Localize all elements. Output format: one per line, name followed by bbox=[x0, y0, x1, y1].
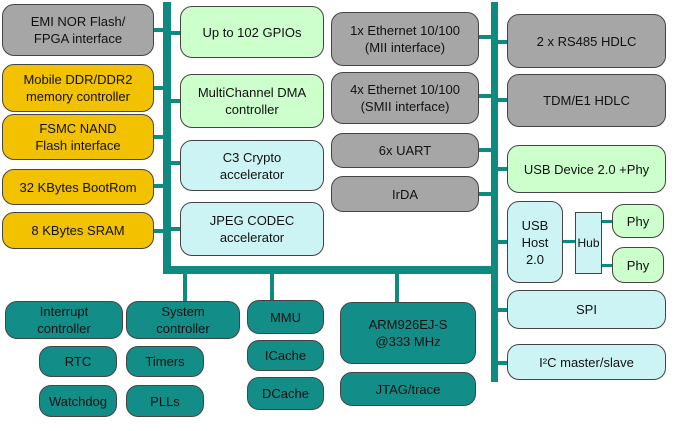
bus-connector bbox=[152, 86, 164, 90]
block-label: 4x Ethernet 10/100 (SMII interface) bbox=[350, 82, 460, 114]
bus-connector bbox=[170, 99, 182, 103]
block-label: Timers bbox=[145, 354, 185, 369]
spi-block: SPI bbox=[507, 290, 666, 329]
usb-hub-link bbox=[601, 220, 613, 223]
rtc-block: RTC bbox=[39, 346, 117, 377]
bus-connector bbox=[497, 40, 509, 44]
block-label: IrDA bbox=[392, 186, 418, 202]
block-label: Phy bbox=[626, 213, 650, 229]
block-label: USB Host 2.0 bbox=[521, 217, 549, 267]
block-label: PLLs bbox=[150, 393, 180, 409]
ethernet-smii-block: 4x Ethernet 10/100 (SMII interface) bbox=[331, 72, 479, 124]
block-label: USB Device 2.0 +Phy bbox=[523, 161, 650, 177]
block-label: ICache bbox=[264, 348, 307, 363]
tdm-e1-hdlc-block: TDM/E1 HDLC bbox=[507, 74, 666, 127]
bus-connector bbox=[497, 308, 509, 312]
icache-block: ICache bbox=[247, 340, 324, 371]
watchdog-block: Watchdog bbox=[39, 385, 117, 417]
system-controller-block: System controller bbox=[126, 301, 240, 339]
i2c-block: I²C master/slave bbox=[507, 344, 666, 380]
uart-block: 6x UART bbox=[331, 133, 479, 168]
fsmc-nand-block: FSMC NAND Flash interface bbox=[2, 114, 154, 160]
bus-connector bbox=[477, 192, 492, 196]
bus-connector bbox=[152, 135, 164, 139]
dma-controller-block: MultiChannel DMA controller bbox=[180, 74, 324, 128]
ethernet-mii-block: 1x Ethernet 10/100 (MII interface) bbox=[331, 12, 479, 66]
block-label: SPI bbox=[576, 302, 597, 317]
usb-hub-link bbox=[561, 240, 575, 243]
block-label: RTC bbox=[64, 354, 92, 369]
irda-block: IrDA bbox=[331, 176, 479, 212]
jtag-trace-block: JTAG/trace bbox=[340, 372, 476, 406]
block-label: JPEG CODEC accelerator bbox=[209, 213, 295, 245]
crypto-accelerator-block: C3 Crypto accelerator bbox=[180, 140, 324, 191]
plls-block: PLLs bbox=[126, 385, 204, 417]
bus-connector bbox=[477, 94, 492, 98]
bus-connector bbox=[477, 148, 492, 152]
block-label: JTAG/trace bbox=[375, 381, 441, 397]
block-label: 1x Ethernet 10/100 (MII interface) bbox=[350, 23, 460, 55]
block-label: Hub bbox=[577, 235, 600, 250]
bus-connector bbox=[497, 361, 509, 365]
block-label: 32 KBytes BootRom bbox=[19, 179, 137, 195]
bus-connector bbox=[477, 35, 492, 39]
block-label: MultiChannel DMA controller bbox=[197, 85, 307, 117]
block-label: System controller bbox=[156, 304, 210, 336]
bus-connector bbox=[152, 28, 164, 32]
block-label: C3 Crypto accelerator bbox=[219, 149, 285, 182]
usb-device-block: USB Device 2.0 +Phy bbox=[507, 145, 666, 193]
mobile-ddr-block: Mobile DDR/DDR2 memory controller bbox=[2, 64, 154, 112]
bus-connector bbox=[183, 273, 187, 306]
right-vertical-bus bbox=[491, 2, 498, 382]
rs485-hdlc-block: 2 x RS485 HDLC bbox=[507, 14, 666, 68]
block-label: 2 x RS485 HDLC bbox=[536, 33, 637, 49]
bus-connector bbox=[270, 273, 274, 301]
emi-nor-flash-block: EMI NOR Flash/ FPGA interface bbox=[2, 4, 154, 56]
timers-block: Timers bbox=[126, 346, 204, 377]
bus-connector bbox=[170, 227, 182, 231]
interrupt-controller-block: Interrupt controller bbox=[5, 301, 123, 339]
bus-connector bbox=[497, 98, 509, 102]
sram-block: 8 KBytes SRAM bbox=[2, 212, 154, 249]
bus-connector bbox=[170, 161, 182, 165]
block-label: TDM/E1 HDLC bbox=[543, 93, 630, 108]
bus-connector bbox=[395, 273, 399, 303]
block-label: 8 KBytes SRAM bbox=[31, 223, 125, 238]
block-label: Up to 102 GPIOs bbox=[202, 24, 302, 40]
usb-hub-block: Hub bbox=[575, 212, 602, 274]
dcache-block: DCache bbox=[247, 377, 324, 410]
block-label: Mobile DDR/DDR2 memory controller bbox=[23, 72, 133, 104]
usb-host-block: USB Host 2.0 bbox=[507, 201, 563, 283]
usb-phy-block-1: Phy bbox=[612, 204, 664, 238]
block-label: ARM926EJ-S @333 MHz bbox=[368, 317, 448, 349]
left-vertical-bus bbox=[163, 2, 171, 274]
bootrom-block: 32 KBytes BootRom bbox=[2, 169, 154, 205]
bus-connector bbox=[497, 240, 509, 244]
bus-connector bbox=[152, 184, 164, 188]
block-label: DCache bbox=[262, 386, 309, 401]
gpio-block: Up to 102 GPIOs bbox=[180, 6, 324, 58]
block-label: MMU bbox=[269, 309, 302, 325]
jpeg-codec-block: JPEG CODEC accelerator bbox=[180, 202, 324, 256]
bus-connector bbox=[152, 229, 164, 233]
mmu-block: MMU bbox=[247, 300, 324, 334]
block-label: Interrupt controller bbox=[37, 304, 91, 336]
block-label: I²C master/slave bbox=[539, 354, 634, 370]
arm-core-block: ARM926EJ-S @333 MHz bbox=[340, 302, 476, 364]
block-label: 6x UART bbox=[378, 143, 432, 158]
block-label: EMI NOR Flash/ FPGA interface bbox=[30, 14, 126, 46]
usb-hub-link bbox=[601, 264, 613, 267]
block-label: FSMC NAND Flash interface bbox=[35, 121, 121, 153]
bus-connector bbox=[170, 31, 182, 35]
block-label: Watchdog bbox=[48, 393, 108, 409]
horizontal-main-bus bbox=[163, 266, 498, 274]
bus-connector bbox=[497, 167, 509, 171]
usb-phy-block-2: Phy bbox=[612, 247, 664, 283]
block-label: Phy bbox=[626, 257, 650, 273]
